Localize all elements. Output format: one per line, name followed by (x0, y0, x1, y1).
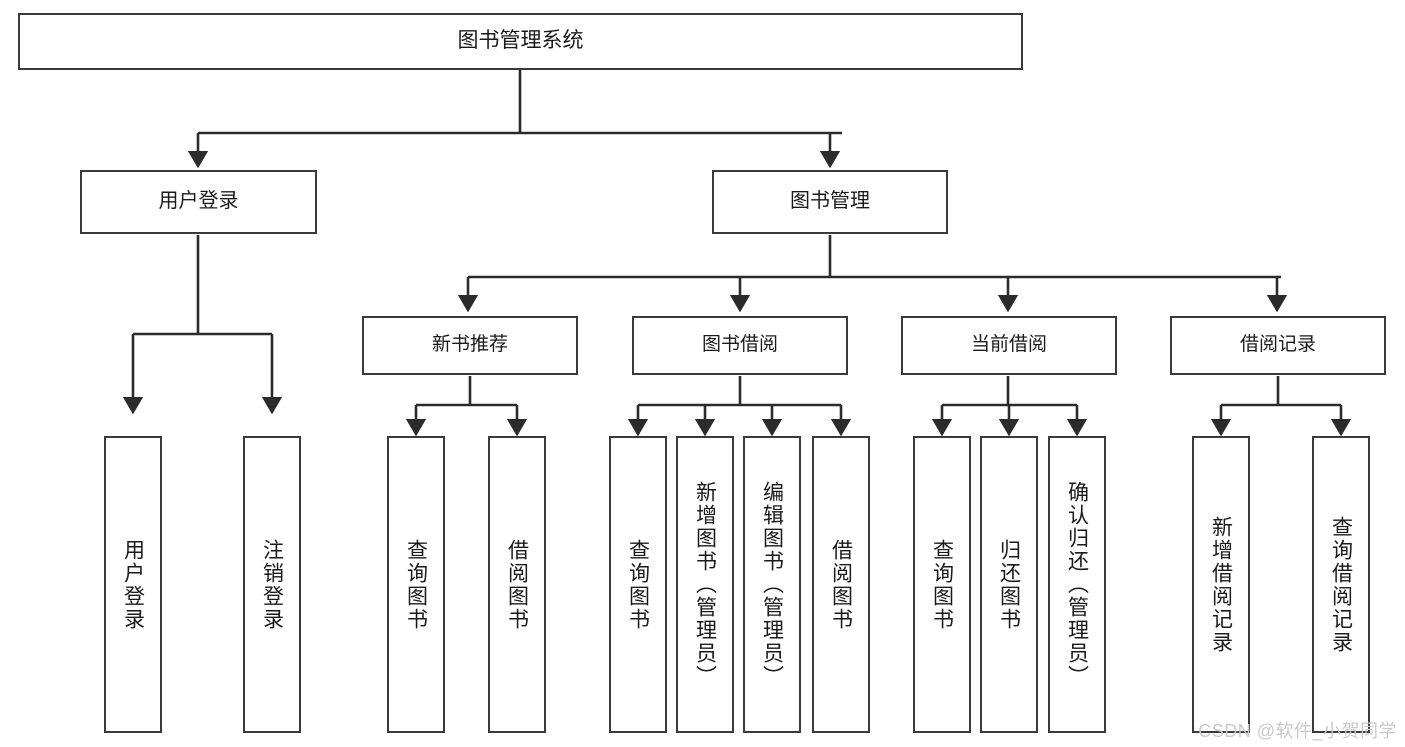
leaf-borrow-book-recommend[interactable]: 借阅图书 (488, 436, 546, 733)
node-current-borrow[interactable]: 当前借阅 (901, 316, 1117, 375)
node-label: 注销登录 (260, 538, 284, 631)
node-borrow-record[interactable]: 借阅记录 (1170, 316, 1386, 375)
leaf-query-book-borrow[interactable]: 查询图书 (609, 436, 667, 733)
node-root-system[interactable]: 图书管理系统 (18, 13, 1023, 70)
node-label: 新增借阅记录 (1209, 515, 1233, 654)
leaf-add-borrow-record[interactable]: 新增借阅记录 (1192, 436, 1250, 733)
leaf-confirm-return-admin[interactable]: 确认归还（管理员） (1048, 436, 1106, 733)
node-label: 新增图书（管理员） (693, 481, 717, 688)
leaf-return-book[interactable]: 归还图书 (980, 436, 1038, 733)
node-book-manage[interactable]: 图书管理 (712, 170, 948, 234)
node-label: 用户登录 (158, 190, 239, 213)
node-label: 归还图书 (997, 538, 1021, 631)
node-label: 用户登录 (121, 538, 145, 631)
leaf-edit-book-admin[interactable]: 编辑图书（管理员） (743, 436, 801, 733)
node-label: 图书管理 (790, 190, 870, 213)
node-label: 查询借阅记录 (1329, 515, 1353, 654)
leaf-query-book-current[interactable]: 查询图书 (913, 436, 971, 733)
node-label: 查询图书 (626, 538, 650, 631)
node-label: 借阅记录 (1239, 334, 1316, 356)
node-label: 新书推荐 (431, 334, 508, 356)
node-book-borrow[interactable]: 图书借阅 (632, 316, 848, 375)
leaf-query-borrow-record[interactable]: 查询借阅记录 (1312, 436, 1370, 733)
node-label: 编辑图书（管理员） (760, 481, 784, 688)
leaf-user-login[interactable]: 用户登录 (104, 436, 162, 733)
csdn-watermark: CSDN @软件_小贺同学 (1198, 721, 1397, 741)
node-user-login[interactable]: 用户登录 (80, 170, 317, 234)
node-label: 查询图书 (404, 538, 428, 631)
node-label: 图书借阅 (701, 334, 778, 356)
node-label: 借阅图书 (829, 538, 853, 631)
node-label: 查询图书 (930, 538, 954, 631)
leaf-user-logout[interactable]: 注销登录 (243, 436, 301, 733)
leaf-borrow-book[interactable]: 借阅图书 (812, 436, 870, 733)
node-new-book-recommend[interactable]: 新书推荐 (362, 316, 578, 375)
leaf-query-book-recommend[interactable]: 查询图书 (387, 436, 445, 733)
node-label: 确认归还（管理员） (1065, 481, 1089, 688)
node-label: 当前借阅 (970, 334, 1047, 356)
leaf-add-book-admin[interactable]: 新增图书（管理员） (676, 436, 734, 733)
node-label: 借阅图书 (505, 538, 529, 631)
node-label: 图书管理系统 (457, 29, 584, 53)
